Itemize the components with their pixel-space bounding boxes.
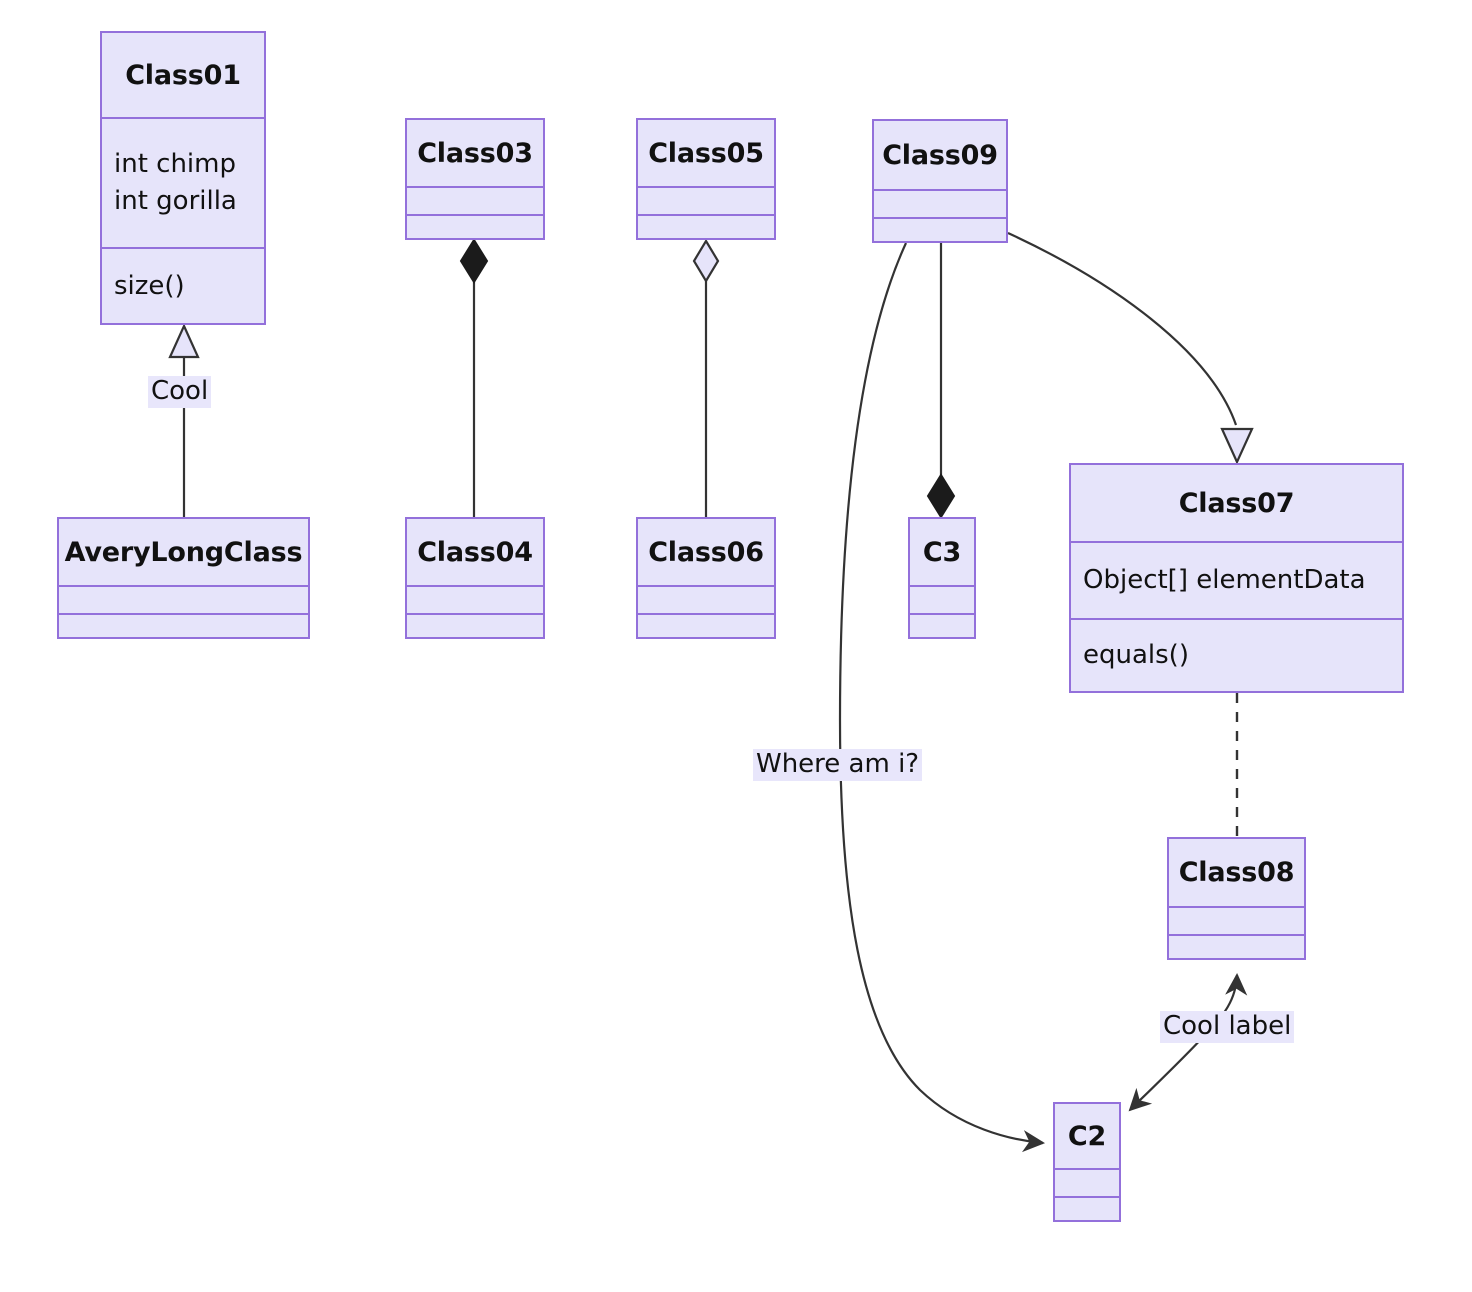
class-title-c3: C3 (910, 519, 974, 585)
class-box-class08[interactable]: Class08 (1167, 837, 1306, 960)
class-name-label: Class01 (125, 59, 241, 91)
edge-label-where-am-i: Where am i? (753, 749, 923, 781)
hollow-triangle-marker (168, 323, 200, 359)
class-attributes-class04 (407, 585, 543, 613)
class-methods-class09 (874, 217, 1006, 241)
class-name-label: Class09 (882, 139, 998, 171)
edge-class09-class07 (1007, 232, 1254, 465)
class-title-class05: Class05 (638, 120, 774, 186)
attribute-row: Object[] elementData (1083, 565, 1366, 596)
attribute-row: int gorilla (114, 186, 237, 216)
class-box-class06[interactable]: Class06 (636, 517, 776, 639)
class-title-class07: Class07 (1071, 465, 1402, 541)
class-name-label: Class06 (648, 536, 764, 568)
class-name-label: AveryLongClass (64, 536, 303, 568)
class-methods-class05 (638, 214, 774, 238)
class-attributes-averylongclass (59, 585, 308, 613)
class-box-class03[interactable]: Class03 (405, 118, 545, 240)
class-title-class04: Class04 (407, 519, 543, 585)
class-name-label: Class08 (1178, 857, 1295, 888)
class-attributes-c3 (910, 585, 974, 613)
hollow-triangle-marker (1220, 427, 1254, 465)
class-methods-c2 (1055, 1196, 1119, 1220)
class-attributes-c2 (1055, 1168, 1119, 1196)
class-title-class01: Class01 (102, 33, 264, 117)
class-name-label: Class07 (1178, 487, 1295, 519)
attribute-row: int chimp (114, 149, 236, 180)
class-methods-c3 (910, 613, 974, 637)
class-name-label: Class05 (648, 137, 764, 169)
class-title-class08: Class08 (1169, 839, 1304, 906)
class-name-label: Class03 (417, 137, 533, 169)
class-methods-class01: size() (102, 247, 264, 323)
class-box-averylongclass[interactable]: AveryLongClass (57, 517, 310, 639)
hollow-diamond-marker (692, 238, 720, 284)
class-box-class04[interactable]: Class04 (405, 517, 545, 639)
class-title-averylongclass: AveryLongClass (59, 519, 308, 585)
class-box-class09[interactable]: Class09 (872, 119, 1008, 243)
edge-class09-c3 (926, 243, 956, 519)
filled-diamond-marker (926, 473, 956, 519)
class-methods-class04 (407, 613, 543, 637)
edge-label-cool-label: Cool label (1160, 1011, 1295, 1043)
edge-class09-c2 (838, 242, 1046, 1153)
class-name-label: C3 (922, 536, 962, 568)
class-box-class07[interactable]: Class07 Object[] elementData equals() (1069, 463, 1404, 693)
class-box-class01[interactable]: Class01 int chimp int gorilla size() (100, 31, 266, 325)
class-attributes-class03 (407, 186, 543, 214)
class-attributes-class05 (638, 186, 774, 214)
class-attributes-class09 (874, 189, 1006, 217)
method-row: equals() (1083, 640, 1189, 671)
class-methods-class06 (638, 613, 774, 637)
class-title-class06: Class06 (638, 519, 774, 585)
edge-label-cool: Cool (148, 376, 212, 408)
class-attributes-class01: int chimp int gorilla (102, 117, 264, 247)
class-attributes-class08 (1169, 906, 1304, 934)
class-box-c2[interactable]: C2 (1053, 1102, 1121, 1222)
class-title-class03: Class03 (407, 120, 543, 186)
class-box-c3[interactable]: C3 (908, 517, 976, 639)
class-methods-averylongclass (59, 613, 308, 637)
class-name-label: C2 (1067, 1120, 1107, 1152)
edge-class05-class06 (692, 238, 720, 517)
filled-diamond-marker (459, 238, 489, 284)
edge-averylongclass-class01 (168, 323, 200, 517)
class-attributes-class06 (638, 585, 774, 613)
class-box-class05[interactable]: Class05 (636, 118, 776, 240)
edge-class03-class04 (459, 238, 489, 517)
class-title-c2: C2 (1055, 1104, 1119, 1168)
class-title-class09: Class09 (874, 121, 1006, 189)
class-methods-class07: equals() (1071, 618, 1402, 691)
class-attributes-class07: Object[] elementData (1071, 541, 1402, 618)
class-methods-class03 (407, 214, 543, 238)
class-methods-class08 (1169, 934, 1304, 958)
method-row: size() (114, 270, 185, 301)
class-name-label: Class04 (417, 536, 533, 568)
